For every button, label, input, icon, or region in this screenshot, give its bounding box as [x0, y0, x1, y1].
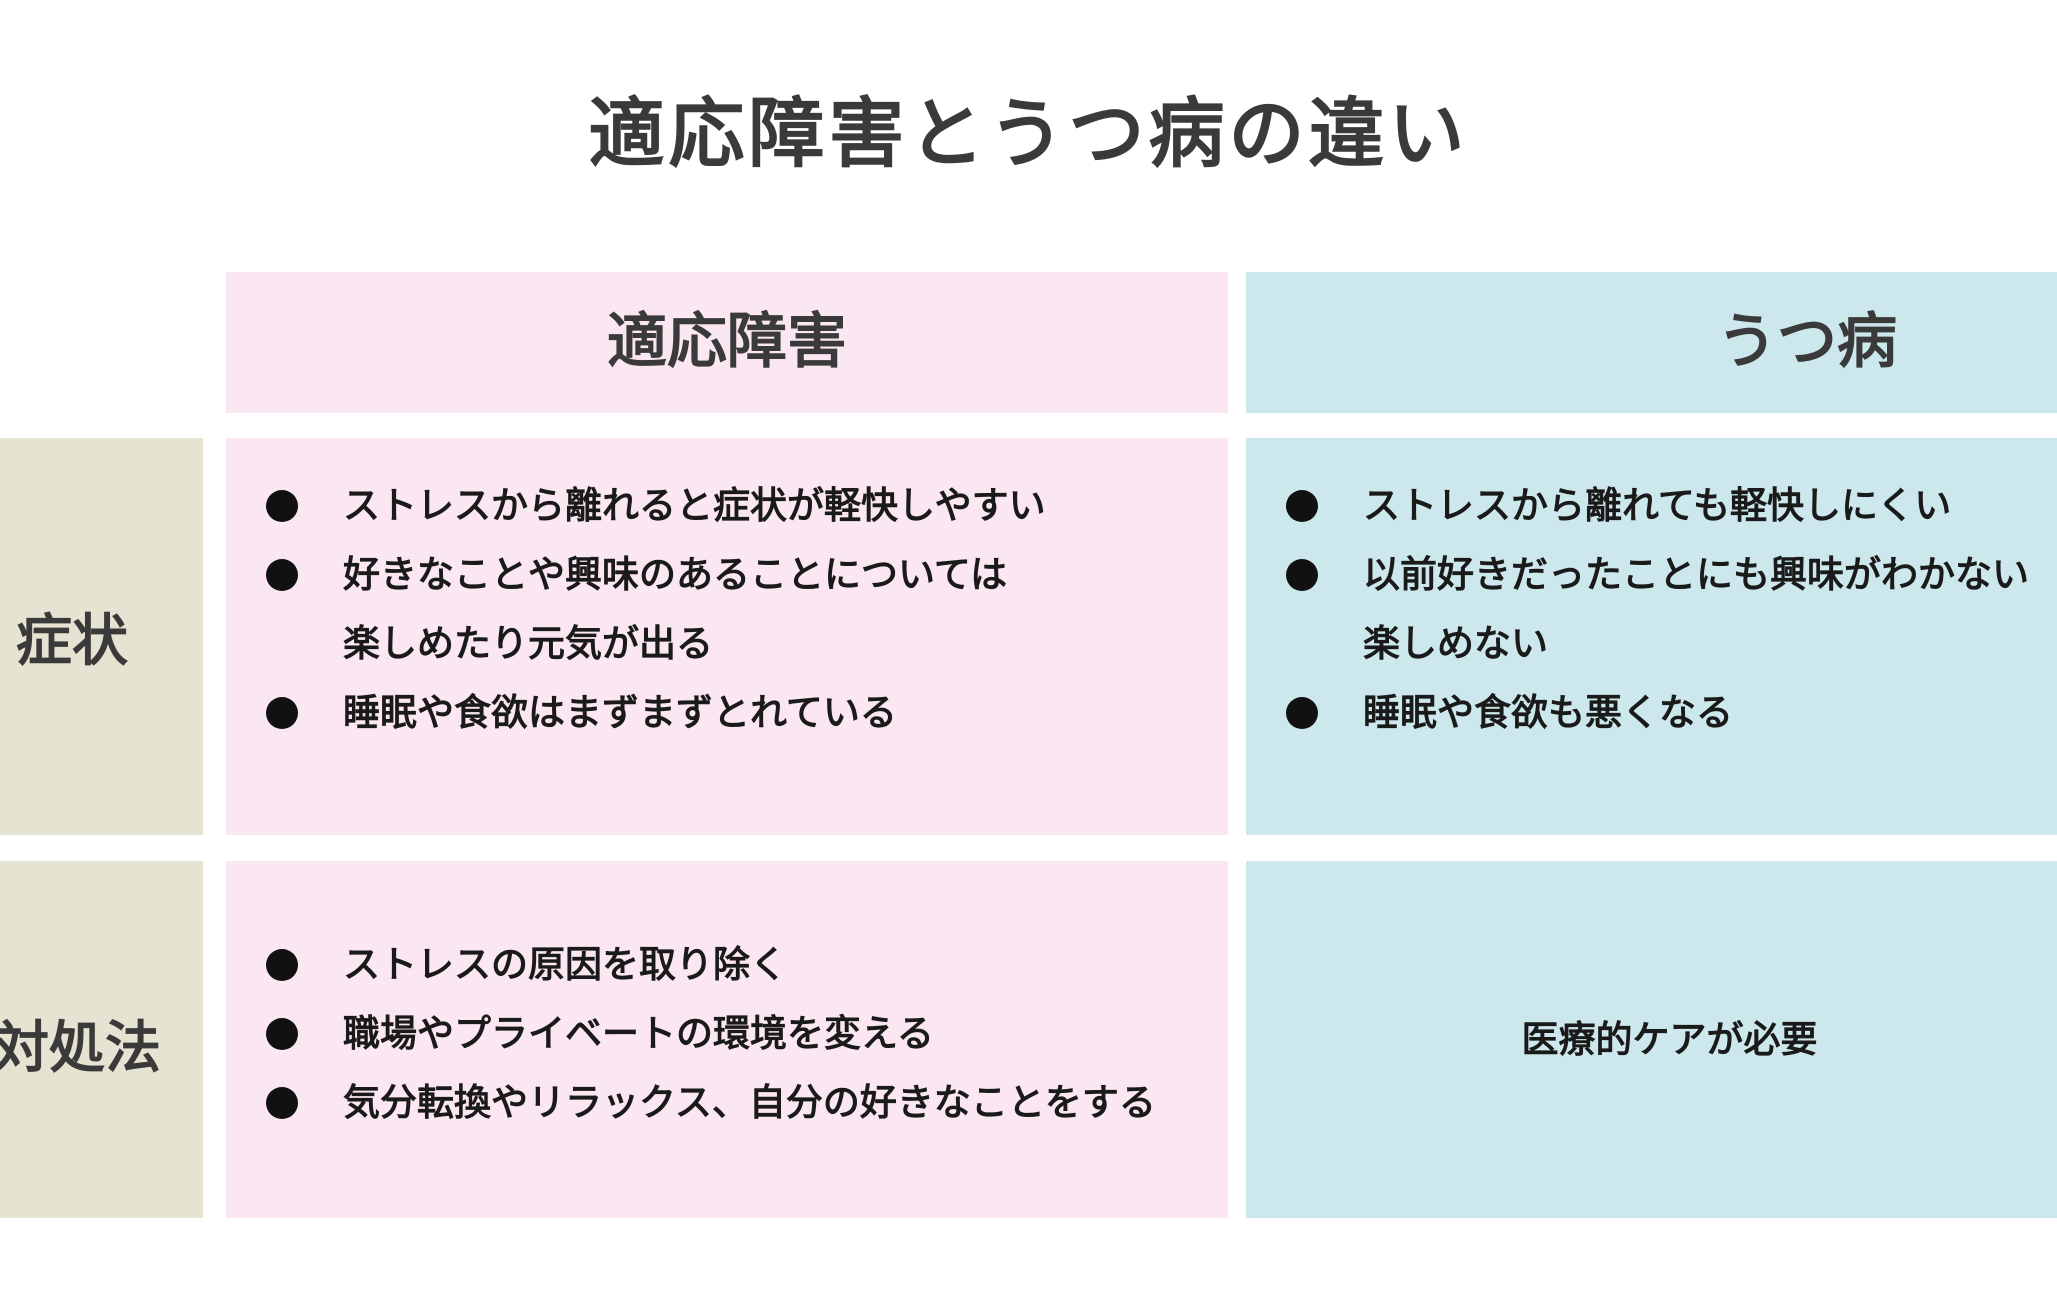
row-label-symptoms: 症状 [0, 438, 203, 835]
bullet-icon [266, 559, 298, 591]
header-depression: うつ病 [1246, 272, 2057, 413]
header-adjustment-label: 適応障害 [607, 307, 847, 377]
list-item: ストレスの原因を取り除く [226, 930, 1156, 999]
list-item: 気分転換やリラックス、自分の好きなことをする [226, 1068, 1156, 1137]
list-item: 睡眠や食欲も悪くなる [1246, 678, 2029, 747]
list-item: ストレスから離れても軽快しにくい [1246, 471, 2029, 540]
symptoms-depression-list: ストレスから離れても軽快しにくい 以前好きだったことにも興味がわかない 楽しめな… [1246, 471, 2029, 747]
bullet-icon [266, 1087, 298, 1119]
row-label-treatment: 対処法 [0, 861, 203, 1218]
treatment-adjustment-list: ストレスの原因を取り除く 職場やプライベートの環境を変える 気分転換やリラックス… [226, 930, 1156, 1137]
bullet-icon [266, 1018, 298, 1050]
bullet-icon [266, 490, 298, 522]
bullet-icon [1286, 697, 1318, 729]
list-item: 職場やプライベートの環境を変える [226, 999, 1156, 1068]
cell-symptoms-depression: ストレスから離れても軽快しにくい 以前好きだったことにも興味がわかない 楽しめな… [1246, 438, 2057, 835]
symptoms-adjustment-list: ストレスから離れると症状が軽快しやすい 好きなことや興味のあることについては 楽… [226, 471, 1046, 747]
list-item: 好きなことや興味のあることについては [226, 540, 1046, 609]
list-item: 睡眠や食欲はまずまずとれている [226, 678, 1046, 747]
row-label-symptoms-text: 症状 [16, 609, 128, 674]
list-item-continuation: 楽しめたり元気が出る [343, 622, 713, 665]
bullet-icon [1286, 559, 1318, 591]
bullet-icon [1286, 490, 1318, 522]
page-title: 適応障害とうつ病の違い [588, 89, 1469, 178]
list-item: 以前好きだったことにも興味がわかない [1246, 540, 2029, 609]
cell-symptoms-adjustment: ストレスから離れると症状が軽快しやすい 好きなことや興味のあることについては 楽… [226, 438, 1228, 835]
list-item: ストレスから離れると症状が軽快しやすい [226, 471, 1046, 540]
header-adjustment-disorder: 適応障害 [226, 272, 1228, 413]
list-item-continuation: 楽しめない [1363, 622, 1548, 665]
bullet-icon [266, 949, 298, 981]
cell-treatment-depression: 医療的ケアが必要 [1246, 861, 2057, 1218]
treatment-depression-text: 医療的ケアが必要 [1521, 1018, 1818, 1061]
header-depression-label: うつ病 [1717, 307, 1897, 377]
cell-treatment-adjustment: ストレスの原因を取り除く 職場やプライベートの環境を変える 気分転換やリラックス… [226, 861, 1228, 1218]
row-label-treatment-text: 対処法 [0, 1016, 161, 1081]
bullet-icon [266, 697, 298, 729]
